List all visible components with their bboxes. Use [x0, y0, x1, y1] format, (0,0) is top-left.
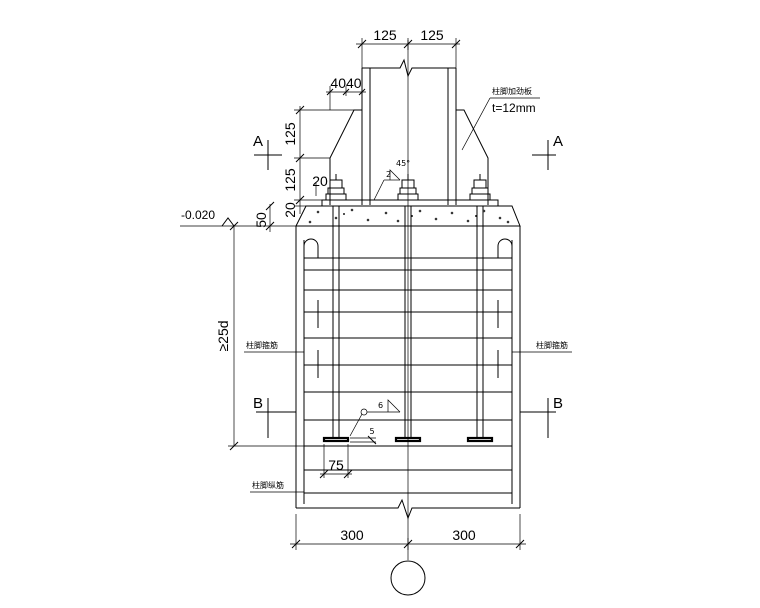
base-plate — [321, 199, 499, 207]
dim-washer: 75 5 — [319, 427, 377, 479]
weld-angle: 45° — [396, 159, 410, 168]
dim-grout-50: 50 — [253, 212, 269, 228]
section-b-left: B — [253, 395, 296, 438]
section-a-right-label: A — [553, 133, 563, 150]
stirrup-right-label: 柱脚箍筋 — [536, 340, 568, 350]
concrete-pedestal — [295, 226, 521, 520]
dim-washer-5: 5 — [369, 427, 374, 436]
dim-bottom-left: 300 — [340, 527, 364, 543]
weld-size-bottom: 6 — [378, 401, 383, 410]
section-b-right: B — [520, 395, 563, 438]
stiffener-label: 柱脚加劲板 — [492, 86, 532, 96]
section-a-left: A — [253, 133, 282, 170]
bar-hooks — [303, 238, 513, 258]
stiffener-left — [329, 109, 362, 205]
section-a-right: A — [532, 133, 563, 170]
label-stirrup-right: 柱脚箍筋 — [512, 340, 572, 353]
dim-top-left: 125 — [373, 27, 397, 43]
dim-embed: ≥25d — [215, 221, 332, 451]
elevation-mark: -0.020 50 — [180, 201, 296, 232]
dim-bottom-right: 300 — [452, 527, 476, 543]
anchor-bolt-center — [394, 174, 422, 443]
section-b-left-label: B — [253, 395, 263, 412]
dim-weld-20: 20 — [312, 173, 328, 189]
steel-column — [361, 40, 457, 560]
stiffener-right — [456, 109, 489, 205]
dim-plate-20: 20 — [282, 202, 298, 218]
dim-embed-length: ≥25d — [215, 320, 231, 351]
dim-top-right: 125 — [420, 27, 444, 43]
label-stirrup-left: 柱脚箍筋 — [244, 340, 304, 353]
dim-4040: 4040 — [330, 75, 361, 91]
weld-symbol-bottom: 6 — [349, 399, 401, 437]
dim-left-vertical: 125 125 20 20 — [282, 105, 356, 218]
dim-top: 125 125 — [356, 27, 461, 68]
label-stiffener: 柱脚加劲板 t=12mm — [461, 86, 540, 151]
dim-stiffener-125: 125 — [282, 122, 298, 146]
dim-bottom: 300 300 — [290, 514, 526, 550]
stirrup-left-label: 柱脚箍筋 — [246, 340, 278, 350]
stiffener-thickness: t=12mm — [492, 101, 536, 115]
weld-symbol-top: 2 45° — [373, 159, 410, 201]
weld-size-top: 2 — [386, 170, 391, 179]
dim-washer-75: 75 — [328, 457, 344, 473]
longitudinal-label: 柱脚纵筋 — [252, 480, 284, 490]
label-longitudinal: 柱脚纵筋 — [250, 480, 304, 493]
dim-stiffener-gap: 4040 — [326, 75, 366, 110]
section-b-right-label: B — [553, 395, 563, 412]
anchor-bolt-right — [466, 174, 494, 443]
anchor-bolt-left — [322, 174, 350, 443]
elevation-text: -0.020 — [181, 208, 215, 222]
axis-bubble — [390, 560, 426, 596]
section-a-left-label: A — [253, 133, 263, 150]
dim-lower-125: 125 — [282, 168, 298, 192]
